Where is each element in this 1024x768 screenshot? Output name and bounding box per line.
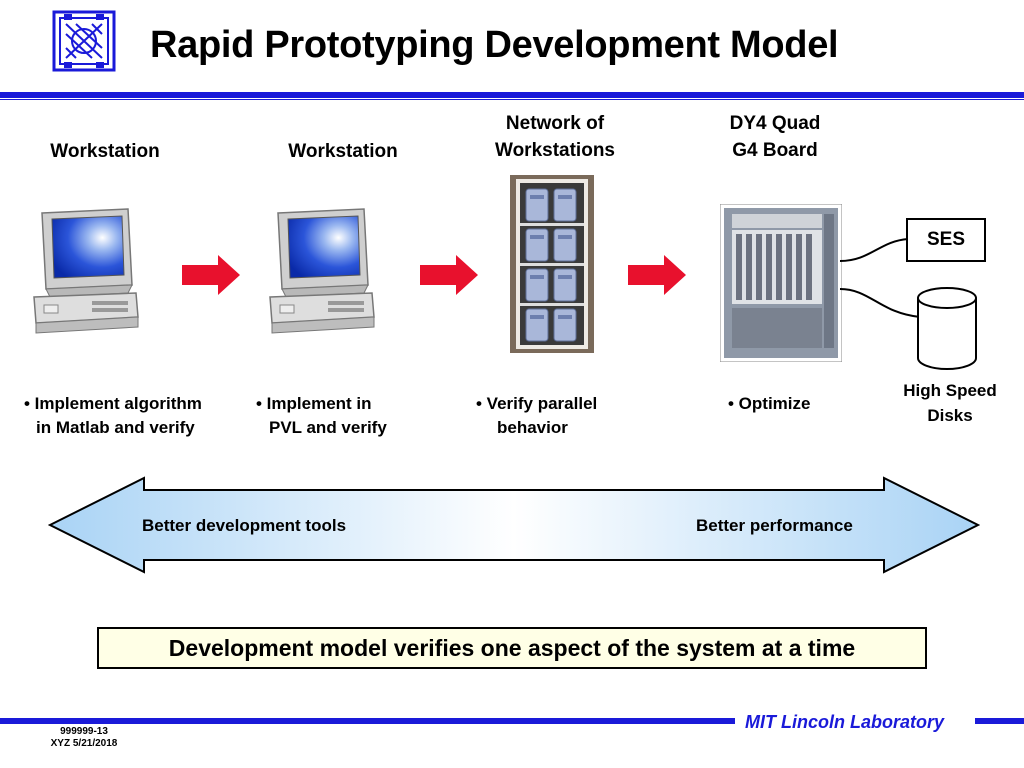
bullet-stage-3: • Verify parallel behavior [476, 394, 598, 437]
footer-rule-right [975, 718, 1024, 724]
banner-label-right: Better performance [696, 516, 853, 535]
header-rule-thin [0, 99, 1024, 100]
summary-box: Development model verifies one aspect of… [97, 627, 927, 669]
red-right-arrow-icon [420, 255, 478, 295]
red-right-arrow-icon [628, 255, 686, 295]
bullet-stage-4: • Optimize [728, 394, 811, 413]
page-title: Rapid Prototyping Development Model [150, 24, 839, 66]
connector-lines [840, 238, 921, 318]
ses-box: SES [906, 218, 986, 262]
stage-title-workstation-1: Workstation [50, 141, 160, 162]
banner-label-left: Better development tools [142, 516, 347, 535]
workstation-computer-icon [33, 208, 139, 334]
footer-lab-name: MIT Lincoln Laboratory [745, 712, 945, 732]
header-rule [0, 92, 1024, 98]
footer-rule [0, 718, 735, 724]
vme-chassis-icon [720, 204, 842, 362]
server-rack-icon [510, 175, 594, 353]
bullet-stage-2: • Implement in PVL and verify [256, 394, 387, 437]
red-right-arrow-icon [182, 255, 240, 295]
bullet-stage-1: • Implement algorithm in Matlab and veri… [24, 394, 202, 437]
workstation-computer-icon [269, 208, 375, 334]
stage-title-workstation-2: Workstation [288, 141, 398, 162]
disk-cylinder-icon [917, 287, 977, 370]
mit-ll-logo-icon [52, 10, 116, 72]
tradeoff-double-arrow [48, 476, 980, 574]
